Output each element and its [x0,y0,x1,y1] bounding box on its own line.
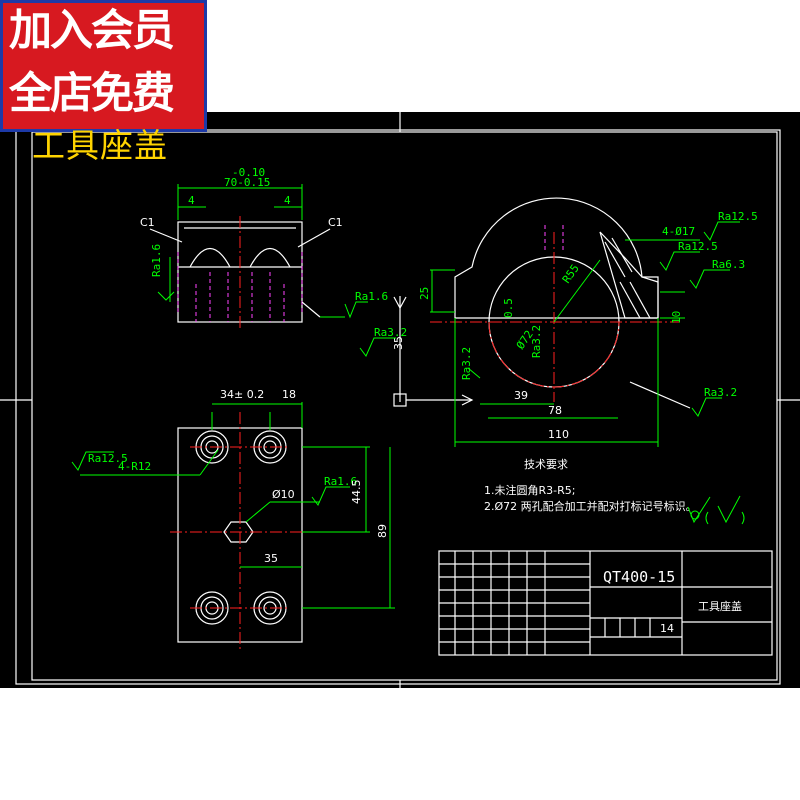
dim-0-5: 0.5 [502,298,515,318]
notes-line-2: 2.Ø72 两孔配合加工并配对打标记号标识。 [484,499,697,513]
promo-badge-line-2: 全店免费 [9,69,175,119]
dim-44-5: 44.5 [350,480,363,505]
roughness-side-a: Ra12.5 [678,240,718,253]
title-block-part-name: 工具座盖 [698,599,742,613]
dim-39: 39 [514,389,528,402]
technical-notes: 技术要求 1.未注圆角R3-R5; 2.Ø72 两孔配合加工并配对打标记号标识。 [484,458,697,513]
chamfer-label-left: C1 [140,216,155,229]
title-block-material: QT400-15 [603,568,675,586]
notes-line-1: 1.未注圆角R3-R5; [484,483,575,497]
drawing-frame [0,112,800,688]
promo-badge-line-1: 加入会员 [9,6,175,56]
general-roughness-symbol [687,495,745,525]
roughness-left: Ra1.6 [150,244,163,277]
roughness-left-ref: Ra3.2 [374,326,407,339]
dim-d10: Ø10 [272,488,295,501]
notes-title: 技术要求 [524,458,568,471]
roughness-bottom: Ra1.6 [355,290,388,303]
front-view: -0.10 70-0.15 4 4 C1 C1 Ra1.6 Ra1.6 [140,166,388,328]
roughness-bore: Ra3.2 [530,325,543,358]
dim-18: 18 [282,388,296,401]
dim-4-r12: 4-R12 [118,460,151,473]
roughness-left-vertical: Ra3.2 [460,347,473,380]
holes-callout: 4-Ø17 [662,225,695,238]
plan-view: 34± 0.2 18 Ra12.5 4-R12 Ø10 Ra1.6 44.5 8… [71,388,395,652]
roughness-right: Ra3.2 [704,386,737,399]
dim-34: 34± 0.2 [220,388,264,401]
dim-89: 89 [376,524,389,538]
drawing-sheet: .o { stroke: #ffffff; stroke-width: 1.2;… [0,112,800,688]
dim-r55: R55 [560,262,582,286]
roughness-plan: Ra12.5 [88,452,128,465]
dim-35-plan: 35 [264,552,278,565]
title-block-sheet-number: 14 [660,622,674,635]
roughness-side-b: Ra6.3 [712,258,745,271]
dim-110: 110 [548,428,569,441]
roughness-hole: Ra12.5 [718,210,758,223]
dim-10: 10 [670,311,683,324]
side-view: 4-Ø17 Ra12.5 Ra12.5 Ra6.3 R55 Ø72 Ra3.2 … [359,197,758,447]
drawing-title: 工具座盖 [32,126,168,165]
promo-badge[interactable]: 加入会员 全店免费 [0,0,207,132]
dim-tolerance-upper: -0.10 [232,166,265,179]
chamfer-label-right: C1 [328,216,343,229]
dim-chamfer-left-4: 4 [188,194,195,207]
cad-drawing: .o { stroke: #ffffff; stroke-width: 1.2;… [0,112,800,688]
dim-width-70: 70-0.15 [224,176,270,189]
roughness-center: Ra1.6 [324,475,357,488]
dim-chamfer-right-4: 4 [284,194,291,207]
dim-25: 25 [418,287,431,300]
dim-35: 35 [392,336,405,350]
dim-78: 78 [548,404,562,417]
title-block: QT400-15 工具座盖 14 [438,550,773,656]
